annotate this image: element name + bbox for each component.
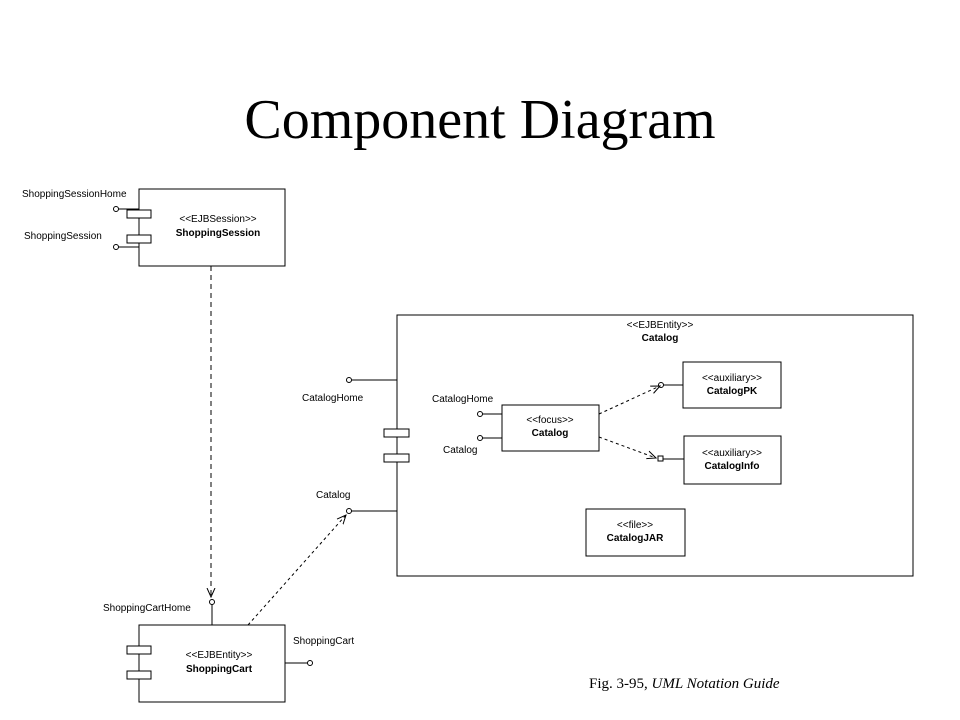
- shopping-session-label: ShoppingSession: [24, 231, 102, 242]
- catalog-container-stereotype: <<EJBEntity>>: [627, 320, 694, 331]
- shopping-session-home-label: ShoppingSessionHome: [22, 189, 127, 200]
- catalog-info-name: CatalogInfo: [705, 461, 760, 472]
- catalog-outer-label: Catalog: [316, 490, 350, 501]
- shopping-cart-stereotype: <<EJBEntity>>: [186, 650, 253, 661]
- shopping-session-home-interface[interactable]: ShoppingSessionHome: [22, 189, 139, 212]
- shopping-cart-home-label: ShoppingCartHome: [103, 603, 191, 614]
- catalog-home-inner-interface[interactable]: CatalogHome: [432, 394, 502, 417]
- focus-to-catalog-info-dependency: [598, 436, 656, 458]
- caption-source: UML Notation Guide: [651, 676, 780, 692]
- cart-to-catalog-dependency: [247, 515, 346, 626]
- catalog-inner-label: Catalog: [443, 445, 477, 456]
- shopping-cart-label: ShoppingCart: [293, 636, 354, 647]
- shopping-session-component[interactable]: <<EJBSession>> ShoppingSession: [126, 188, 286, 267]
- shopping-cart-name: ShoppingCart: [186, 664, 253, 675]
- catalog-focus-name: Catalog: [532, 428, 569, 439]
- catalog-pk-component[interactable]: <<auxiliary>> CatalogPK: [658, 361, 782, 409]
- shopping-cart-component[interactable]: <<EJBEntity>> ShoppingCart: [126, 624, 286, 703]
- catalog-home-inner-label: CatalogHome: [432, 394, 494, 405]
- component-tab-icon: [126, 209, 152, 219]
- catalog-focus-component[interactable]: <<focus>> Catalog: [501, 404, 600, 452]
- catalog-focus-stereotype: <<focus>>: [526, 415, 573, 426]
- catalog-home-outer-interface[interactable]: CatalogHome: [302, 377, 397, 405]
- catalog-home-outer-label: CatalogHome: [302, 393, 364, 404]
- catalog-jar-component[interactable]: <<file>> CatalogJAR: [585, 508, 686, 557]
- catalog-info-stereotype: <<auxiliary>>: [702, 448, 762, 459]
- component-tab-icon: [126, 234, 152, 244]
- component-tab-icon: [383, 453, 410, 463]
- shopping-cart-home-interface[interactable]: ShoppingCartHome: [103, 599, 215, 626]
- catalog-pk-name: CatalogPK: [707, 386, 758, 397]
- focus-to-catalog-pk-dependency: [598, 386, 660, 415]
- catalog-info-component[interactable]: <<auxiliary>> CatalogInfo: [657, 435, 782, 485]
- shopping-cart-interface[interactable]: ShoppingCart: [285, 636, 354, 666]
- figure-caption: Fig. 3-95, UML Notation Guide: [589, 676, 780, 693]
- catalog-pk-stereotype: <<auxiliary>>: [702, 373, 762, 384]
- shopping-session-name: ShoppingSession: [176, 228, 260, 239]
- catalog-jar-name: CatalogJAR: [607, 533, 664, 544]
- shopping-session-stereotype: <<EJBSession>>: [179, 214, 256, 225]
- catalog-outer-interface[interactable]: Catalog: [316, 490, 397, 514]
- shopping-session-interface[interactable]: ShoppingSession: [24, 231, 139, 250]
- catalog-inner-interface[interactable]: Catalog: [443, 435, 502, 457]
- component-tab-icon: [126, 645, 152, 655]
- catalog-jar-stereotype: <<file>>: [617, 520, 653, 531]
- component-tab-icon: [383, 428, 410, 438]
- page-title: Component Diagram: [244, 89, 716, 151]
- component-tab-icon: [126, 670, 152, 680]
- caption-prefix: Fig. 3-95,: [589, 676, 652, 692]
- catalog-container-name: Catalog: [642, 333, 679, 344]
